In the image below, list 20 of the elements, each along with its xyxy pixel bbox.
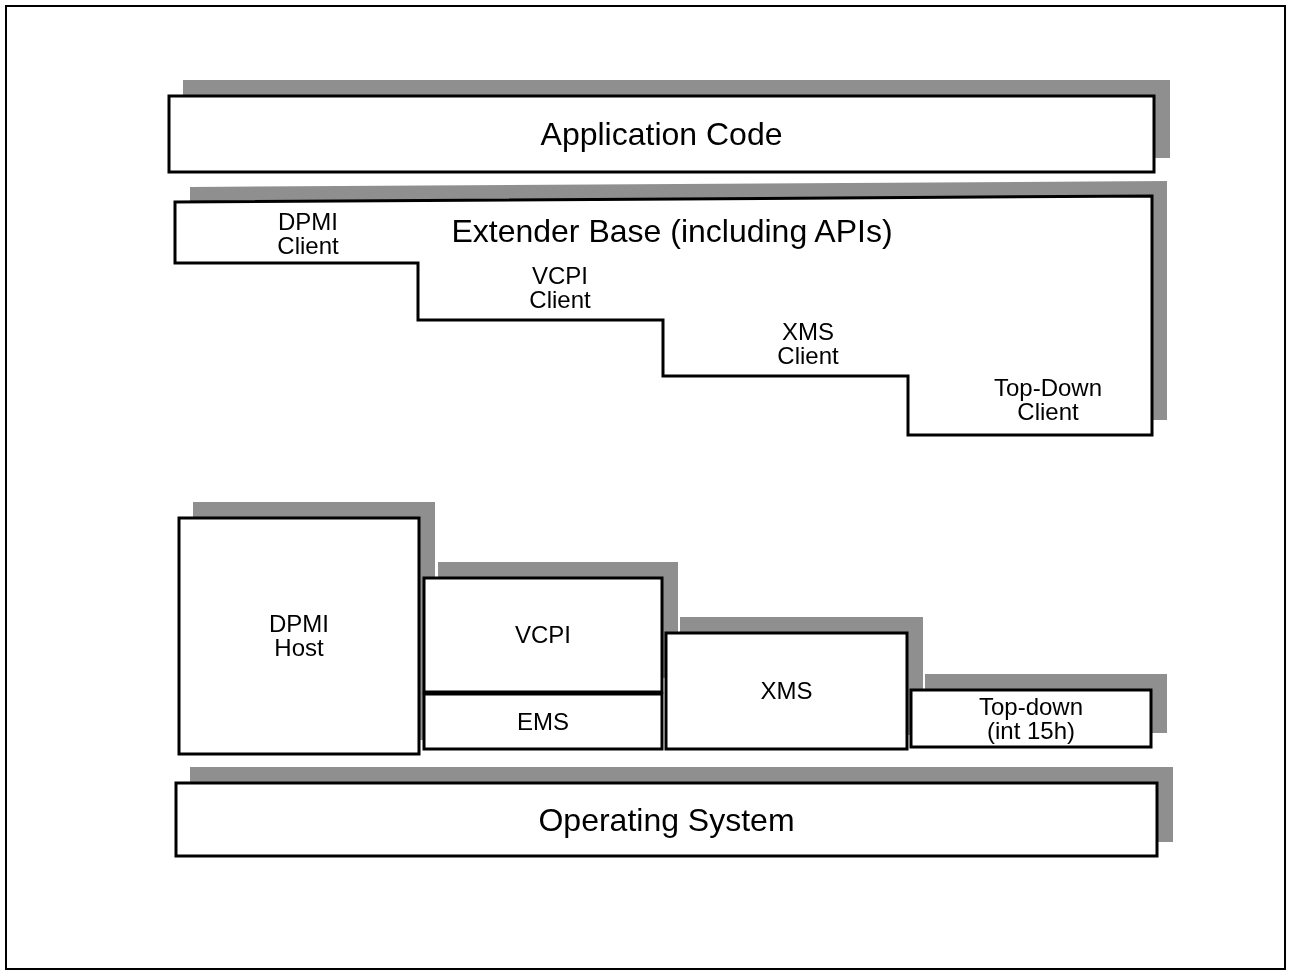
layer-box [910, 674, 1167, 748]
layer-box [168, 80, 1170, 173]
layer-box [665, 617, 923, 750]
layer-box [423, 562, 678, 693]
layer-box [423, 693, 663, 750]
layer-box [178, 502, 435, 755]
layer-label: XMS Client [776, 320, 840, 368]
layer-label: Operating System [537, 803, 796, 836]
layer-label: VCPI Client [528, 264, 592, 312]
layer-label: XMS [759, 679, 814, 703]
layer-box [175, 767, 1173, 857]
layer-label: Application Code [539, 118, 784, 150]
layer-label: EMS [516, 709, 570, 734]
layer-label: DPMI Client [276, 210, 340, 258]
layer-label: Top-Down Client [992, 376, 1103, 424]
layer-label: Top-down (int 15h) [977, 694, 1085, 743]
layer-label: VCPI [514, 623, 572, 647]
layer-label: Extender Base (including APIs) [450, 215, 894, 247]
layer-label: DPMI Host [268, 612, 330, 660]
staircase-layer [175, 181, 1167, 435]
